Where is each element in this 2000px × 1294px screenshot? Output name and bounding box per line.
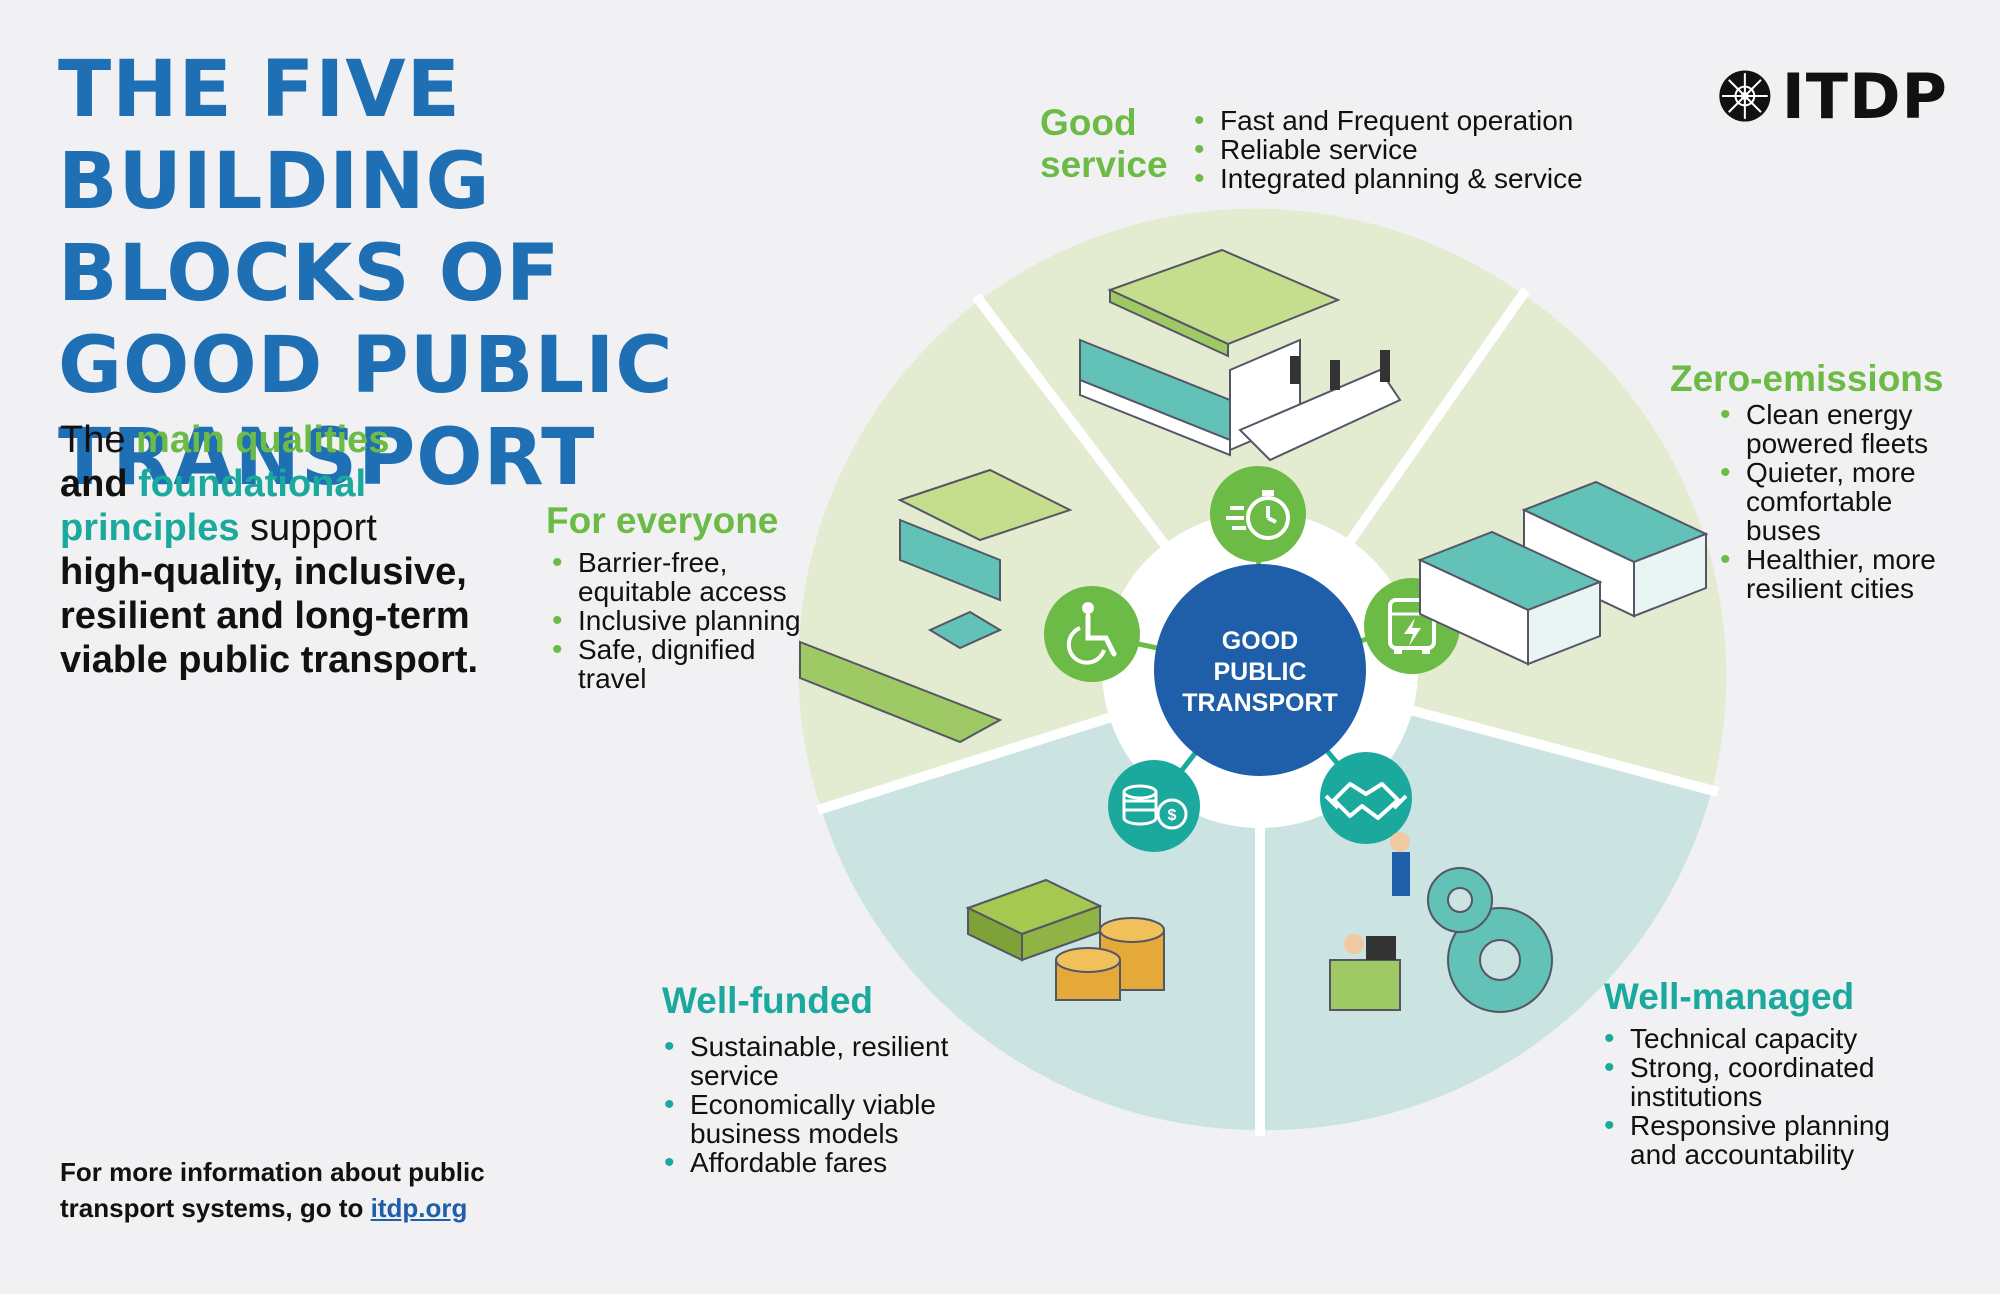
list-item: Barrier-free, equitable access [548, 548, 808, 606]
list-item: Inclusive planning [548, 606, 808, 635]
stopwatch-icon [1210, 466, 1306, 562]
list-item: Economically viable business models [660, 1090, 960, 1148]
electric-buses-illustration [1417, 480, 1709, 666]
list-item: Integrated planning & service [1190, 164, 1630, 193]
station-illustration [1079, 248, 1402, 462]
list-item: Reliable service [1190, 135, 1630, 164]
list-item: Sustainable, resilient service [660, 1032, 960, 1090]
itdp-logo: ITDP [1718, 56, 1948, 136]
list-item: Fast and Frequent operation [1190, 106, 1630, 135]
center-circle [1154, 564, 1366, 776]
logo-text: ITDP [1781, 59, 1948, 133]
well-managed-title: Well-managed [1604, 976, 1855, 1017]
list-item: Safe, dignified travel [548, 635, 808, 693]
footer-info: For more information about public transp… [60, 1157, 485, 1223]
title-line: GOOD PUBLIC [58, 321, 674, 411]
title-line: BLOCKS OF [58, 229, 561, 319]
list-item: Responsive planning and accountability [1600, 1111, 1890, 1169]
handshake-icon [1320, 752, 1412, 844]
intro-bold-text: high-quality, inclusive, resilient and l… [60, 551, 479, 681]
itdp-star-logo-icon [1719, 70, 1771, 122]
list-item: Affordable fares [660, 1148, 960, 1177]
center-label: GOOD PUBLIC TRANSPORT [1182, 627, 1338, 717]
itdp-link[interactable]: itdp.org [370, 1193, 468, 1223]
gears-illustration [1329, 832, 1553, 1013]
well-managed-list: Technical capacity Strong, coordinated i… [1600, 1024, 1890, 1169]
svg-text:$: $ [1168, 807, 1177, 824]
title-line: TRANSPORT [58, 413, 596, 503]
good-service-list: Fast and Frequent operation Reliable ser… [1190, 106, 1630, 193]
intro-paragraph: The main qualities and foundational prin… [60, 419, 479, 681]
list-item: Quieter, more comfortable buses [1716, 458, 1946, 545]
intro-highlight-qualities: main qualities [136, 419, 390, 461]
good-service-title: Good service [1040, 102, 1168, 185]
zero-emissions-list: Clean energy powered fleets Quieter, mor… [1716, 400, 1946, 603]
well-funded-list: Sustainable, resilient service Economica… [660, 1032, 960, 1177]
intro-highlight-principles: foundational principles [60, 463, 367, 549]
money-illustration [965, 878, 1165, 1001]
list-item: Technical capacity [1600, 1024, 1890, 1053]
title-line: THE FIVE BUILDING [58, 45, 491, 227]
list-item: Clean energy powered fleets [1716, 400, 1946, 458]
list-item: Strong, coordinated institutions [1600, 1053, 1890, 1111]
list-item: Healthier, more resilient cities [1716, 545, 1946, 603]
for-everyone-title: For everyone [546, 500, 779, 541]
for-everyone-list: Barrier-free, equitable access Inclusive… [548, 548, 808, 693]
zero-emissions-title: Zero-emissions [1670, 358, 1944, 399]
page-title: THE FIVE BUILDING BLOCKS OF GOOD PUBLIC … [58, 44, 878, 504]
wheelchair-icon [1044, 586, 1140, 682]
well-funded-title: Well-funded [662, 980, 874, 1021]
coins-icon: $ [1108, 760, 1200, 852]
